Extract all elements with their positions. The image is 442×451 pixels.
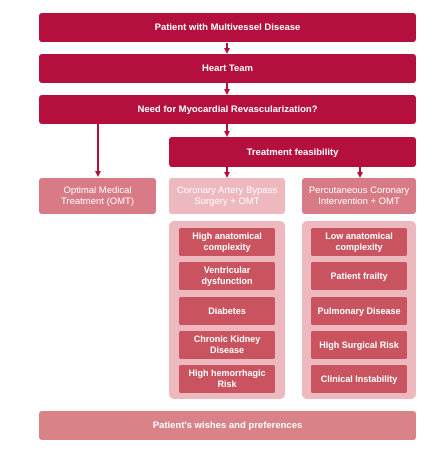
cabg-factor-label: Ventricular dysfunction [201,265,253,286]
omt-label: Optimal Medical Treatment (OMT) [60,185,134,207]
cabg-factor-item: High anatomical complexity [179,228,275,256]
patient-multivessel-box: Patient with Multivessel Disease [39,13,416,42]
need-revascularization-label: Need for Myocardial Revascularization? [137,104,318,115]
pci-factor-label: Clinical Instability [320,373,398,384]
pci-factor-label: Low anatomical complexity [325,231,393,252]
pci-factor-item: Patient frailty [311,262,407,290]
pci-factor-label: Pulmonary Disease [317,305,401,316]
cabg-factor-item: High hemorrhagic Risk [179,365,275,393]
pci-factor-item: High Surgical Risk [311,331,407,359]
pci-factor-item: Clinical Instability [311,365,407,393]
patient-wishes-box: Patient's wishes and preferences [39,411,416,440]
pci-factor-item: Low anatomical complexity [311,228,407,256]
pci-factor-label: Patient frailty [330,270,388,281]
pci-factor-label: High Surgical Risk [319,339,399,350]
cabg-factor-item: Ventricular dysfunction [179,262,275,290]
heart-team-box: Heart Team [39,54,416,83]
patient-multivessel-label: Patient with Multivessel Disease [154,22,301,33]
cabg-factor-label: Chronic Kidney Disease [193,334,261,355]
pci-box: Percutaneous Coronary Intervention + OMT [302,178,416,214]
cabg-factor-label: High hemorrhagic Risk [188,368,266,389]
pci-label: Percutaneous Coronary Intervention + OMT [308,185,410,207]
need-revascularization-box: Need for Myocardial Revascularization? [39,95,416,124]
cabg-factor-item: Chronic Kidney Disease [179,331,275,359]
cabg-factor-item: Diabetes [179,297,275,325]
cabg-factor-label: High anatomical complexity [192,231,262,252]
treatment-feasibility-box: Treatment feasibility [169,137,416,167]
heart-team-label: Heart Team [201,63,254,74]
cabg-box: Coronary Artery Bypass Surgery + OMT [169,178,285,214]
treatment-feasibility-label: Treatment feasibility [246,146,339,158]
patient-wishes-label: Patient's wishes and preferences [152,420,303,431]
cabg-factor-label: Diabetes [208,305,246,316]
omt-box: Optimal Medical Treatment (OMT) [39,178,156,214]
pci-factor-item: Pulmonary Disease [311,297,407,325]
cabg-label: Coronary Artery Bypass Surgery + OMT [176,185,278,207]
